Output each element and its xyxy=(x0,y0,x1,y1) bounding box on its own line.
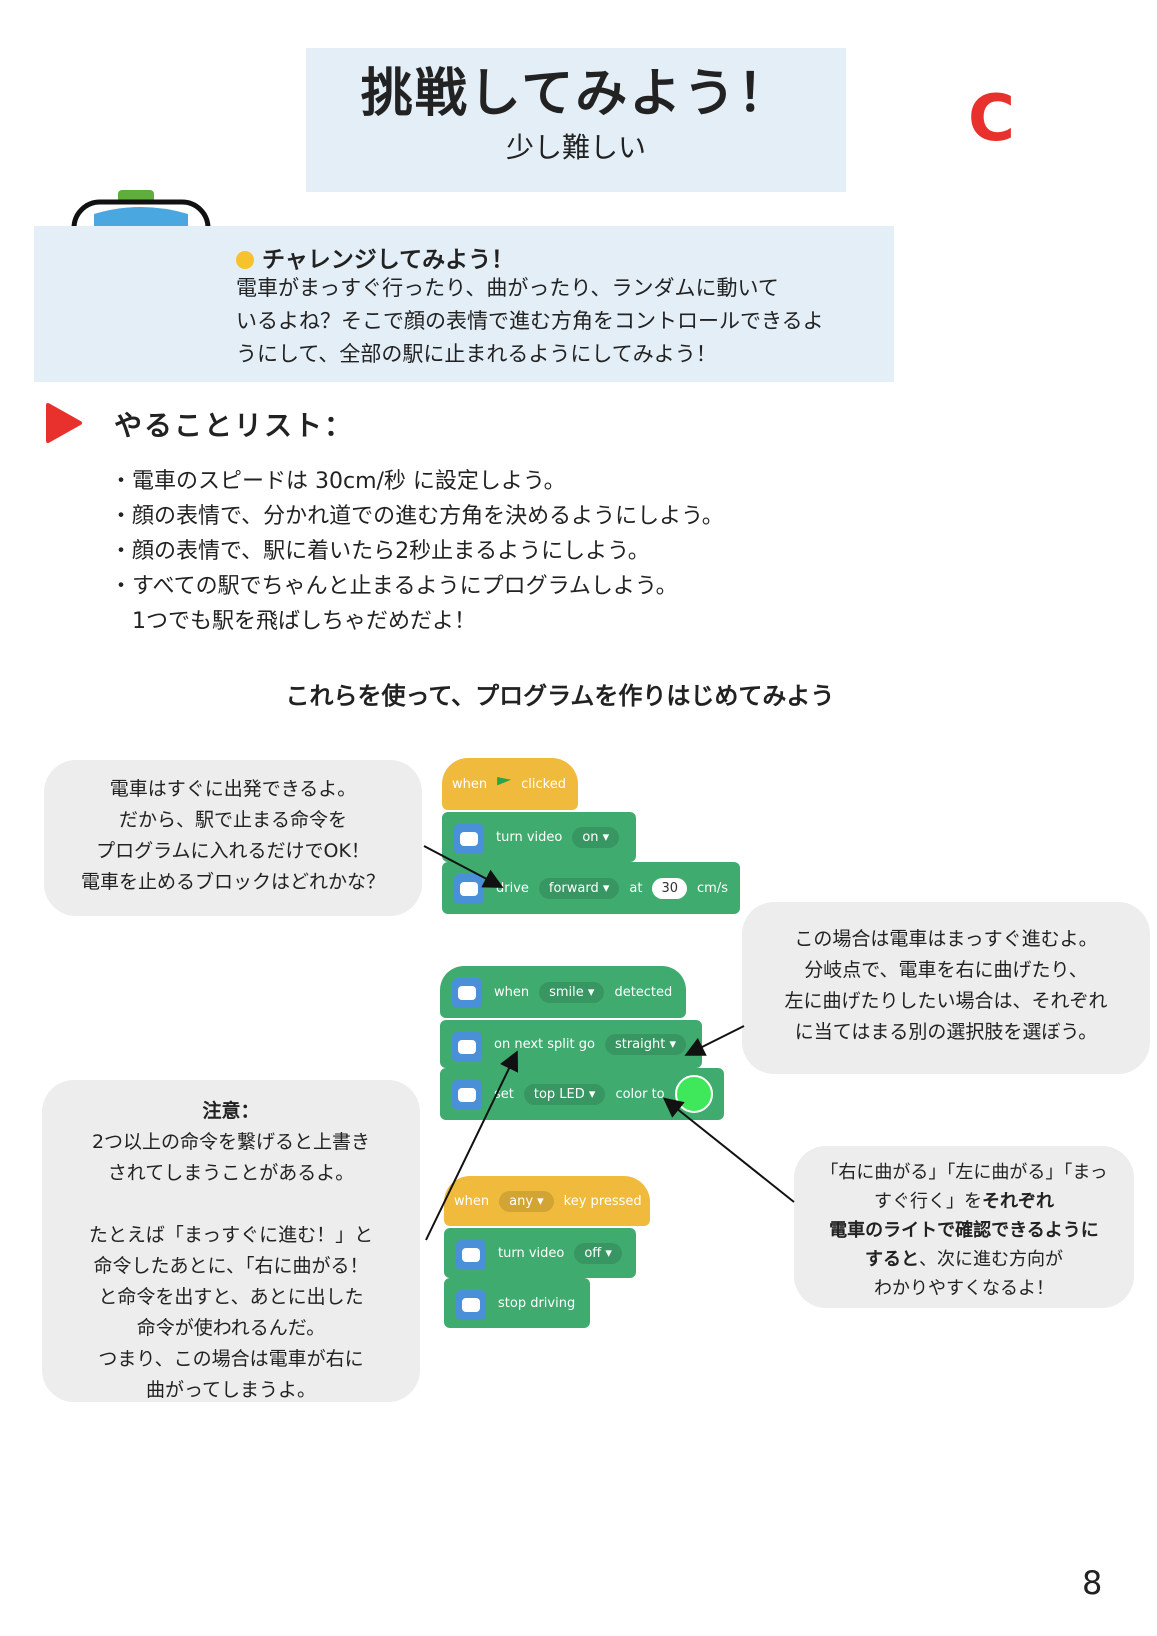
instruction-heading: これらを使って、プログラムを作りはじめてみよう xyxy=(285,682,835,710)
level-badge: C xyxy=(968,82,1015,156)
expression-dropdown[interactable]: smile ▾ xyxy=(539,981,605,1003)
todo-list: ・電車のスピードは 30cm/秒 に設定しよう。 ・顔の表情で、分かれ道での進む… xyxy=(110,464,724,639)
todo-heading: やることリスト： xyxy=(114,409,355,442)
tip-bubble-split: この場合は電車はまっすぐ進むよ。 分岐点で、電車を右に曲げたり、 左に曲げたりし… xyxy=(742,902,1150,1074)
list-item: ・電車のスピードは 30cm/秒 に設定しよう。 xyxy=(110,469,566,494)
challenge-panel xyxy=(34,226,894,382)
video-dropdown[interactable]: on ▾ xyxy=(572,826,620,848)
list-item: ・顔の表情で、分かれ道での進む方角を決めるようにしよう。 xyxy=(110,504,724,529)
video-dropdown[interactable]: off ▾ xyxy=(574,1242,622,1264)
when-flag-clicked-block[interactable]: when clicked xyxy=(442,758,578,810)
train-icon xyxy=(452,1032,482,1062)
green-flag-icon xyxy=(497,777,512,786)
speed-input[interactable]: 30 xyxy=(652,877,688,899)
title-box: 挑戦してみよう！ 少し難しい xyxy=(306,48,846,192)
stop-driving-block[interactable]: stop driving xyxy=(444,1278,590,1328)
on-next-split-block[interactable]: on next split go straight ▾ xyxy=(440,1020,702,1068)
train-icon xyxy=(454,874,484,904)
face-sensor-icon xyxy=(452,978,482,1008)
key-dropdown[interactable]: any ▾ xyxy=(499,1190,554,1212)
page-subtitle: 少し難しい xyxy=(505,131,646,164)
set-led-color-block[interactable]: set top LED ▾ color to xyxy=(440,1068,724,1120)
challenge-text: 電車がまっすぐ行ったり、曲がったり、ランダムに動いて いるよね？そこで顔の表情で… xyxy=(236,276,824,366)
when-key-pressed-block[interactable]: when any ▾ key pressed xyxy=(444,1176,650,1226)
face-sensor-icon xyxy=(456,1240,486,1270)
drive-block[interactable]: drive forward ▾ at 30 cm/s xyxy=(442,862,740,914)
lightbulb-icon xyxy=(236,251,254,269)
turn-video-off-block[interactable]: turn video off ▾ xyxy=(444,1228,636,1278)
page-number: 8 xyxy=(1082,1564,1103,1602)
play-arrow-icon xyxy=(46,403,82,443)
when-face-detected-block[interactable]: when smile ▾ detected xyxy=(440,966,686,1018)
train-icon xyxy=(452,1080,482,1110)
page-title: 挑戦してみよう！ xyxy=(360,64,792,124)
challenge-heading: チャレンジしてみよう！ xyxy=(236,240,514,274)
train-icon xyxy=(456,1290,486,1320)
list-item: ・顔の表情で、駅に着いたら2秒止まるようにしよう。 xyxy=(110,539,650,564)
tip-bubble-start: 電車はすぐに出発できるよ。 だから、駅で止まる命令を プログラムに入れるだけでO… xyxy=(44,760,422,916)
list-item: 1つでも駅を飛ばしちゃだめだよ！ xyxy=(110,609,476,634)
direction-dropdown[interactable]: forward ▾ xyxy=(538,877,620,899)
turn-video-on-block[interactable]: turn video on ▾ xyxy=(442,812,636,862)
face-sensor-icon xyxy=(454,824,484,854)
tip-bubble-light: 「右に曲がる」「左に曲がる」「まっ すぐ行く」をそれぞれ 電車のライトで確認でき… xyxy=(794,1146,1134,1308)
led-dropdown[interactable]: top LED ▾ xyxy=(523,1083,606,1105)
tip-bubble-caution: 注意： 2つ以上の命令を繋げると上書き されてしまうことがあるよ。 たとえば「ま… xyxy=(42,1080,420,1402)
list-item: ・すべての駅でちゃんと止まるようにプログラムしよう。 xyxy=(110,574,678,599)
color-picker[interactable] xyxy=(674,1075,713,1113)
split-direction-dropdown[interactable]: straight ▾ xyxy=(604,1033,686,1055)
